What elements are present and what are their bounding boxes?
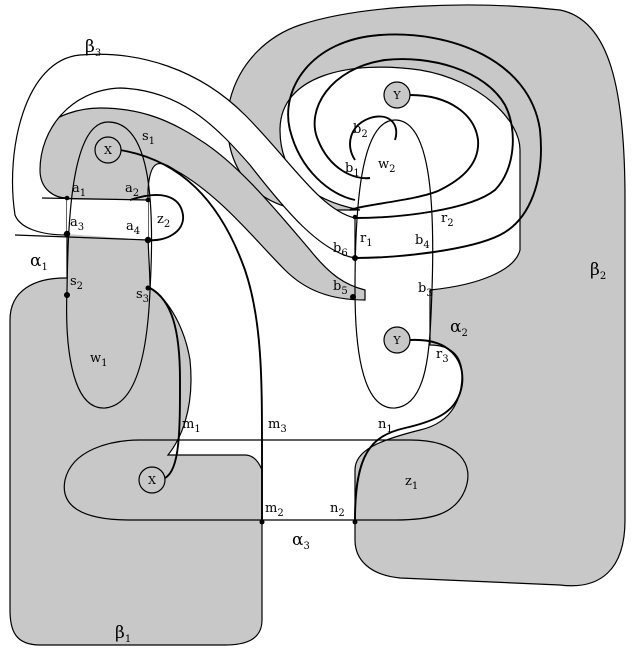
basepoint-y-bottom: Y [383, 326, 411, 354]
label-a4: a4 [126, 219, 140, 237]
label-beta1: β1 [115, 623, 131, 645]
label-r2: r2 [441, 211, 454, 229]
alpha2-curve [354, 119, 434, 409]
dot-n2 [352, 519, 358, 525]
svg-text:Y: Y [392, 89, 401, 102]
label-z2: z2 [157, 212, 170, 230]
dot-s2 [64, 292, 70, 298]
label-m3: m3 [268, 417, 287, 435]
label-a2: a2 [125, 181, 139, 199]
dot-s3 [145, 285, 151, 291]
label-beta3: β3 [85, 37, 101, 59]
label-alpha3: α3 [292, 530, 310, 552]
label-b3: b3 [418, 281, 433, 299]
label-s3: s3 [136, 287, 149, 305]
dot-a4 [144, 236, 152, 244]
label-w2: w2 [378, 157, 396, 175]
dot-a3 [63, 230, 71, 238]
beta2-strand-y [354, 339, 464, 521]
dot-r1 [352, 214, 358, 220]
basepoint-y-top: Y [383, 81, 411, 109]
label-b4: b4 [415, 233, 430, 251]
basepoint-x-bottom: X [138, 466, 166, 494]
beta2-spiral-core [349, 115, 398, 161]
label-a1: a1 [72, 181, 86, 199]
alpha1-curve [66, 121, 153, 409]
beta1-strand-x [149, 287, 181, 479]
dot-m2 [259, 519, 265, 525]
label-w1: w1 [90, 351, 108, 369]
a-row-line-top [41, 197, 149, 201]
svg-text:X: X [104, 144, 112, 157]
dot-a1 [64, 195, 70, 201]
label-n1: n1 [378, 417, 393, 435]
label-r1: r1 [360, 231, 373, 249]
label-alpha1: α1 [30, 251, 48, 273]
label-b1: b1 [345, 161, 360, 179]
a-row-line-bottom [14, 234, 149, 241]
label-s1: s1 [142, 129, 155, 147]
label-s2: s2 [70, 274, 83, 292]
label-b2: b2 [353, 122, 368, 140]
beta2-spiral-inner [349, 94, 479, 211]
dot-a2 [145, 197, 151, 203]
svg-text:Y: Y [392, 334, 401, 347]
beta3-strand [119, 149, 263, 520]
label-r3: r3 [436, 347, 449, 365]
label-beta2: β2 [590, 260, 606, 282]
beta2-spiral-outer [287, 33, 542, 259]
label-b5: b5 [333, 279, 348, 297]
beta2-spiral-mid [313, 58, 514, 219]
dot-b6 [352, 255, 358, 261]
basepoint-x-top: X [94, 136, 122, 164]
svg-text:X: X [148, 474, 156, 487]
label-a3: a3 [70, 215, 84, 233]
beta3-band [12, 53, 356, 259]
dot-b5 [350, 294, 356, 300]
label-m2: m2 [265, 501, 284, 519]
left-white-strip [67, 200, 148, 240]
label-n2: n2 [330, 501, 345, 519]
label-alpha2: α2 [450, 317, 468, 339]
beta1-region [9, 107, 366, 646]
label-z1: z1 [405, 474, 418, 492]
label-b6: b6 [333, 241, 348, 259]
label-m1: m1 [182, 417, 201, 435]
beta1-strand-z2 [129, 194, 184, 242]
